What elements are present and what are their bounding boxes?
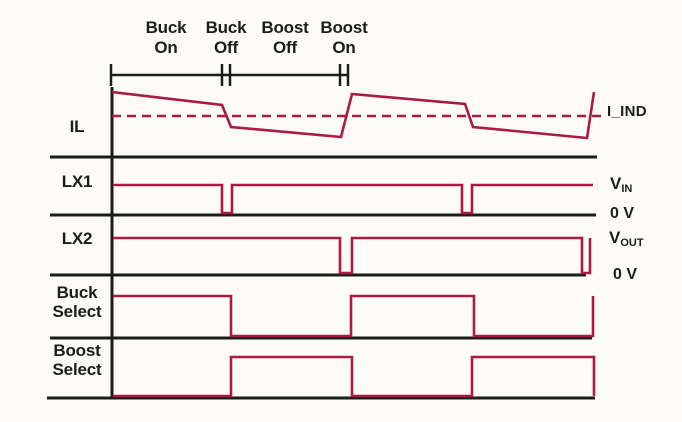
row-label-lx1: LX1 [42,172,112,191]
timeline-label-buck-on: Buck On [134,18,198,58]
timeline-label-line: On [154,38,178,57]
buck-select-waveform [113,294,595,338]
label-vin-main: V [610,174,622,193]
timeline-label-buck-off: Buck Off [194,18,258,58]
row-label-buck-select: Buck Select [42,283,112,321]
label-vout-main: V [609,228,621,247]
label-vout: VOUT [609,228,644,249]
timeline-label-line: On [332,38,356,57]
row-label-lx2: LX2 [42,229,112,248]
row-label-line: Buck [56,283,98,302]
label-zero-volts-lx1: 0 V [610,205,635,222]
timeline-label-line: Boost [261,18,309,37]
lx1-waveform [113,183,593,215]
row-label-line: Select [52,302,102,321]
timeline-label-boost-off: Boost Off [253,18,317,58]
row-label-line: Select [52,360,102,379]
row-label-line: LX2 [61,229,93,248]
timeline-label-boost-on: Boost On [312,18,376,58]
row-label-line: LX1 [61,172,93,191]
timeline-label-line: Buck [205,18,247,37]
row-label-boost-select: Boost Select [42,341,112,379]
timeline-label-line: Off [214,38,238,57]
label-vin: VIN [610,174,632,195]
timeline-label-line: Boost [320,18,368,37]
row-label-line: Boost [53,341,101,360]
row-label-il: IL [42,117,112,136]
label-i-ind: I_IND [607,103,647,120]
timeline-label-line: Buck [145,18,187,37]
lx2-waveform [113,236,592,275]
label-zero-volts-lx2: 0 V [613,266,638,283]
label-vout-sub: OUT [620,237,644,249]
boost-select-waveform [113,355,596,398]
label-vin-sub: IN [621,183,633,195]
row-label-line: IL [69,117,85,136]
timeline-label-line: Off [273,38,297,57]
il-waveform [111,90,596,140]
